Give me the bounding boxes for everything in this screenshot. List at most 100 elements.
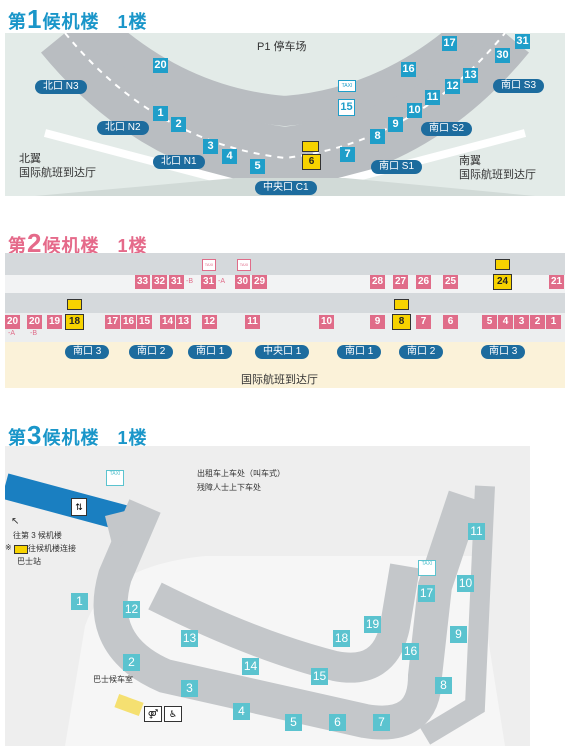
stop: 5 (482, 315, 497, 329)
stop-suffix: -B (30, 330, 37, 337)
terminal3-map: TAXI 出租车上车处（叫车式） 残障人士上下车处 ⇅ ↖ 往第 3 候机楼 ※… (5, 446, 530, 746)
stop: 31 (515, 34, 530, 49)
stop: 20 (5, 315, 21, 329)
stop: 16 (401, 62, 416, 77)
stop: 12 (445, 79, 460, 94)
to-terminal3-label: 往第 3 候机楼 (13, 531, 62, 540)
gate-c1: 中央口 1 (255, 345, 310, 359)
taxi-note: 出租车上车处（叫车式） (197, 469, 285, 478)
terminal2-map: 国际航班到达厅 33 32 31 -B TAXI 31 -A TAXI 30 2… (5, 253, 565, 389)
terminal1-map: P1 停车场 北口 N3 北口 N2 北口 N1 中央口 C1 南口 S1 南口… (5, 33, 565, 196)
accessible-note: 残障人士上下车处 (197, 483, 261, 492)
bus-waiting-room-label: 巴士候车室 (93, 675, 133, 684)
stop: 8 (370, 129, 385, 144)
stop: 16 (121, 315, 137, 329)
stop: 3 (181, 680, 198, 697)
stop-suffix: -B (186, 278, 193, 285)
stop: 13 (181, 630, 198, 647)
stop: 29 (252, 275, 268, 289)
stop: 30 (235, 275, 251, 289)
terminal2-title: 第2候机楼 1楼 (8, 228, 148, 258)
stop: 1 (546, 315, 561, 329)
stop: 26 (416, 275, 432, 289)
stop: 2 (530, 315, 545, 329)
gate-s1: 南口 S1 (371, 160, 423, 174)
gate-s1b: 南口 1 (337, 345, 382, 359)
stop: 4 (222, 149, 237, 164)
taxi-icon: TAXI (106, 470, 124, 486)
p1-parking-label: P1 停车场 (257, 41, 307, 53)
stop: 15 (311, 668, 328, 685)
stop: 21 (549, 275, 565, 289)
stop: 7 (416, 315, 431, 329)
bus-note-mark: ※ (5, 543, 12, 552)
stop: 2 (123, 654, 140, 671)
stop: 11 (245, 315, 260, 329)
stop: 1 (153, 106, 168, 121)
gate-s3b: 南口 3 (481, 345, 526, 359)
north-wing-label: 北翼 (19, 153, 41, 165)
stop: 6 (443, 315, 458, 329)
taxi-icon: TAXI (237, 259, 251, 271)
stop-suffix: -A (218, 278, 225, 285)
stop: 31 (201, 275, 217, 289)
stop: 8 (435, 677, 452, 694)
stop: 11 (425, 90, 440, 105)
stop: 5 (285, 714, 302, 731)
bus-icon (495, 259, 510, 270)
stop: 31 (169, 275, 185, 289)
stop: 12 (123, 601, 140, 618)
taxi-icon: TAXI (338, 80, 356, 92)
stop: 9 (370, 315, 385, 329)
stop: 7 (373, 714, 390, 731)
bus-stop: 24 (493, 274, 512, 290)
arrow-icon: ↖ (11, 516, 20, 527)
stop: 10 (457, 575, 474, 592)
elevator-icon: ⇅ (71, 498, 87, 516)
stop: 18 (333, 630, 350, 647)
stop: 7 (340, 147, 355, 162)
stop: 12 (202, 315, 218, 329)
terminal1-title: 第1候机楼 1楼 (8, 4, 148, 34)
gate-s2: 南口 S2 (421, 122, 473, 136)
stop: 2 (171, 117, 186, 132)
bus-stop: 8 (392, 314, 411, 330)
lower-road (5, 293, 565, 313)
taxi-icon: TAXI (418, 560, 436, 576)
gate-s1: 南口 1 (188, 345, 233, 359)
stop-suffix: -A (8, 330, 15, 337)
bus-icon (302, 141, 319, 152)
stop: 6 (329, 714, 346, 731)
gate-s3: 南口 3 (65, 345, 110, 359)
stop: 20 (153, 58, 168, 73)
stop: 32 (152, 275, 168, 289)
gate-s3: 南口 S3 (493, 79, 545, 93)
stop: 30 (495, 48, 510, 63)
gate-s2b: 南口 2 (399, 345, 444, 359)
stop: 14 (160, 315, 176, 329)
bus-station-label: 巴士站 (17, 557, 41, 566)
stop: 9 (388, 117, 403, 132)
stop: 3 (203, 139, 218, 154)
stop: 17 (442, 36, 457, 51)
gate-s2: 南口 2 (129, 345, 174, 359)
stop: 10 (319, 315, 335, 329)
terminal3-title: 第3候机楼 1楼 (8, 420, 148, 450)
gate-n2: 北口 N2 (97, 121, 149, 135)
stop: 3 (514, 315, 529, 329)
stop: 13 (463, 68, 478, 83)
taxi-icon: TAXI (202, 259, 216, 271)
stop: 11 (468, 523, 485, 540)
stop: 19 (364, 616, 381, 633)
stop: 4 (498, 315, 513, 329)
bus-stop: 18 (65, 314, 84, 330)
bus-icon (14, 545, 28, 554)
stop: 14 (242, 658, 259, 675)
stop: 4 (233, 703, 250, 720)
stop: 16 (402, 643, 419, 660)
terminal3-roads (5, 473, 505, 746)
stop: 19 (47, 315, 63, 329)
south-intl-label: 国际航班到达厅 (459, 169, 536, 181)
stop: 1 (71, 593, 88, 610)
bus-icon (394, 299, 409, 310)
